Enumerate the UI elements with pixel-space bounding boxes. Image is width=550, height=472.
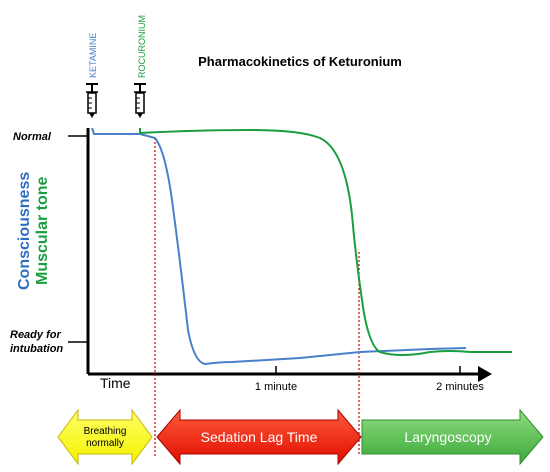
x-tick-label-1: 1 minute — [255, 381, 297, 393]
phase-sedation-label: Sedation Lag Time — [201, 429, 318, 445]
x-tick-label-2: 2 minutes — [436, 381, 484, 393]
y-label-ready-line1: Ready for — [10, 329, 61, 341]
x-axis-name: Time — [100, 375, 131, 391]
x-axis-arrowhead-icon — [478, 366, 492, 382]
series-label-consciousness: Consciousness — [16, 172, 33, 290]
phase-laryngoscopy-label: Laryngoscopy — [404, 429, 491, 445]
phase-sedation-lag-time: Sedation Lag Time — [156, 408, 362, 466]
y-label-normal: Normal — [13, 131, 52, 143]
ketamine-label: KETAMINE — [88, 33, 98, 78]
muscular-tone-curve — [139, 128, 512, 356]
phase-breathing-normally: Breathing normally — [57, 408, 153, 466]
y-label-ready-line2: intubation — [10, 343, 63, 355]
rocuronium-label: ROCURONIUM — [137, 15, 147, 78]
consciousness-curve — [91, 127, 467, 366]
phase-breathing-line1: Breathing — [84, 426, 127, 437]
phase-breathing-line2: normally — [86, 438, 124, 449]
ketamine-syringe-icon — [85, 83, 99, 119]
rocuronium-syringe-icon — [133, 83, 147, 119]
chart-title: Pharmacokinetics of Keturonium — [198, 54, 402, 69]
series-label-muscular: Muscular tone — [34, 176, 51, 285]
phase-laryngoscopy: Laryngoscopy — [361, 408, 544, 466]
